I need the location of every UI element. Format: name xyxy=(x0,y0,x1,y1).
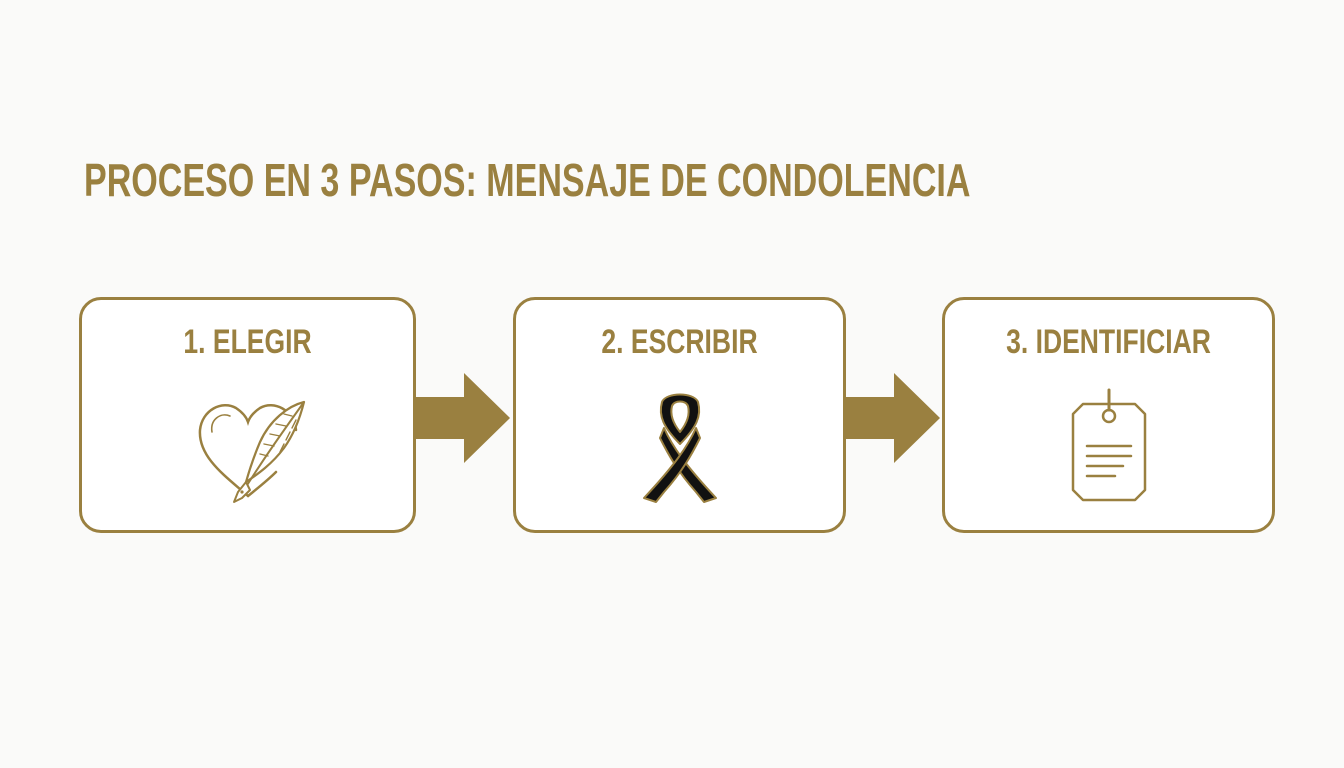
step-box-escribir: 2. ESCRIBIR xyxy=(513,297,846,533)
step-label-identificiar: 3. IDENTIFICIAR xyxy=(1006,323,1211,361)
step-label-escribir: 2. ESCRIBIR xyxy=(601,323,758,361)
card-tag-icon xyxy=(1071,388,1146,502)
mourning-ribbon-icon xyxy=(642,393,717,503)
arrow-right-icon xyxy=(846,373,940,463)
step-box-elegir: 1. ELEGIR xyxy=(79,297,416,533)
diagram-title: PROCESO EN 3 PASOS: MENSAJE DE CONDOLENC… xyxy=(84,154,971,206)
arrow-right-icon xyxy=(416,373,510,463)
step-box-identificiar: 3. IDENTIFICIAR xyxy=(942,297,1275,533)
step-label-elegir: 1. ELEGIR xyxy=(183,323,312,361)
heart-quill-icon xyxy=(198,400,305,503)
